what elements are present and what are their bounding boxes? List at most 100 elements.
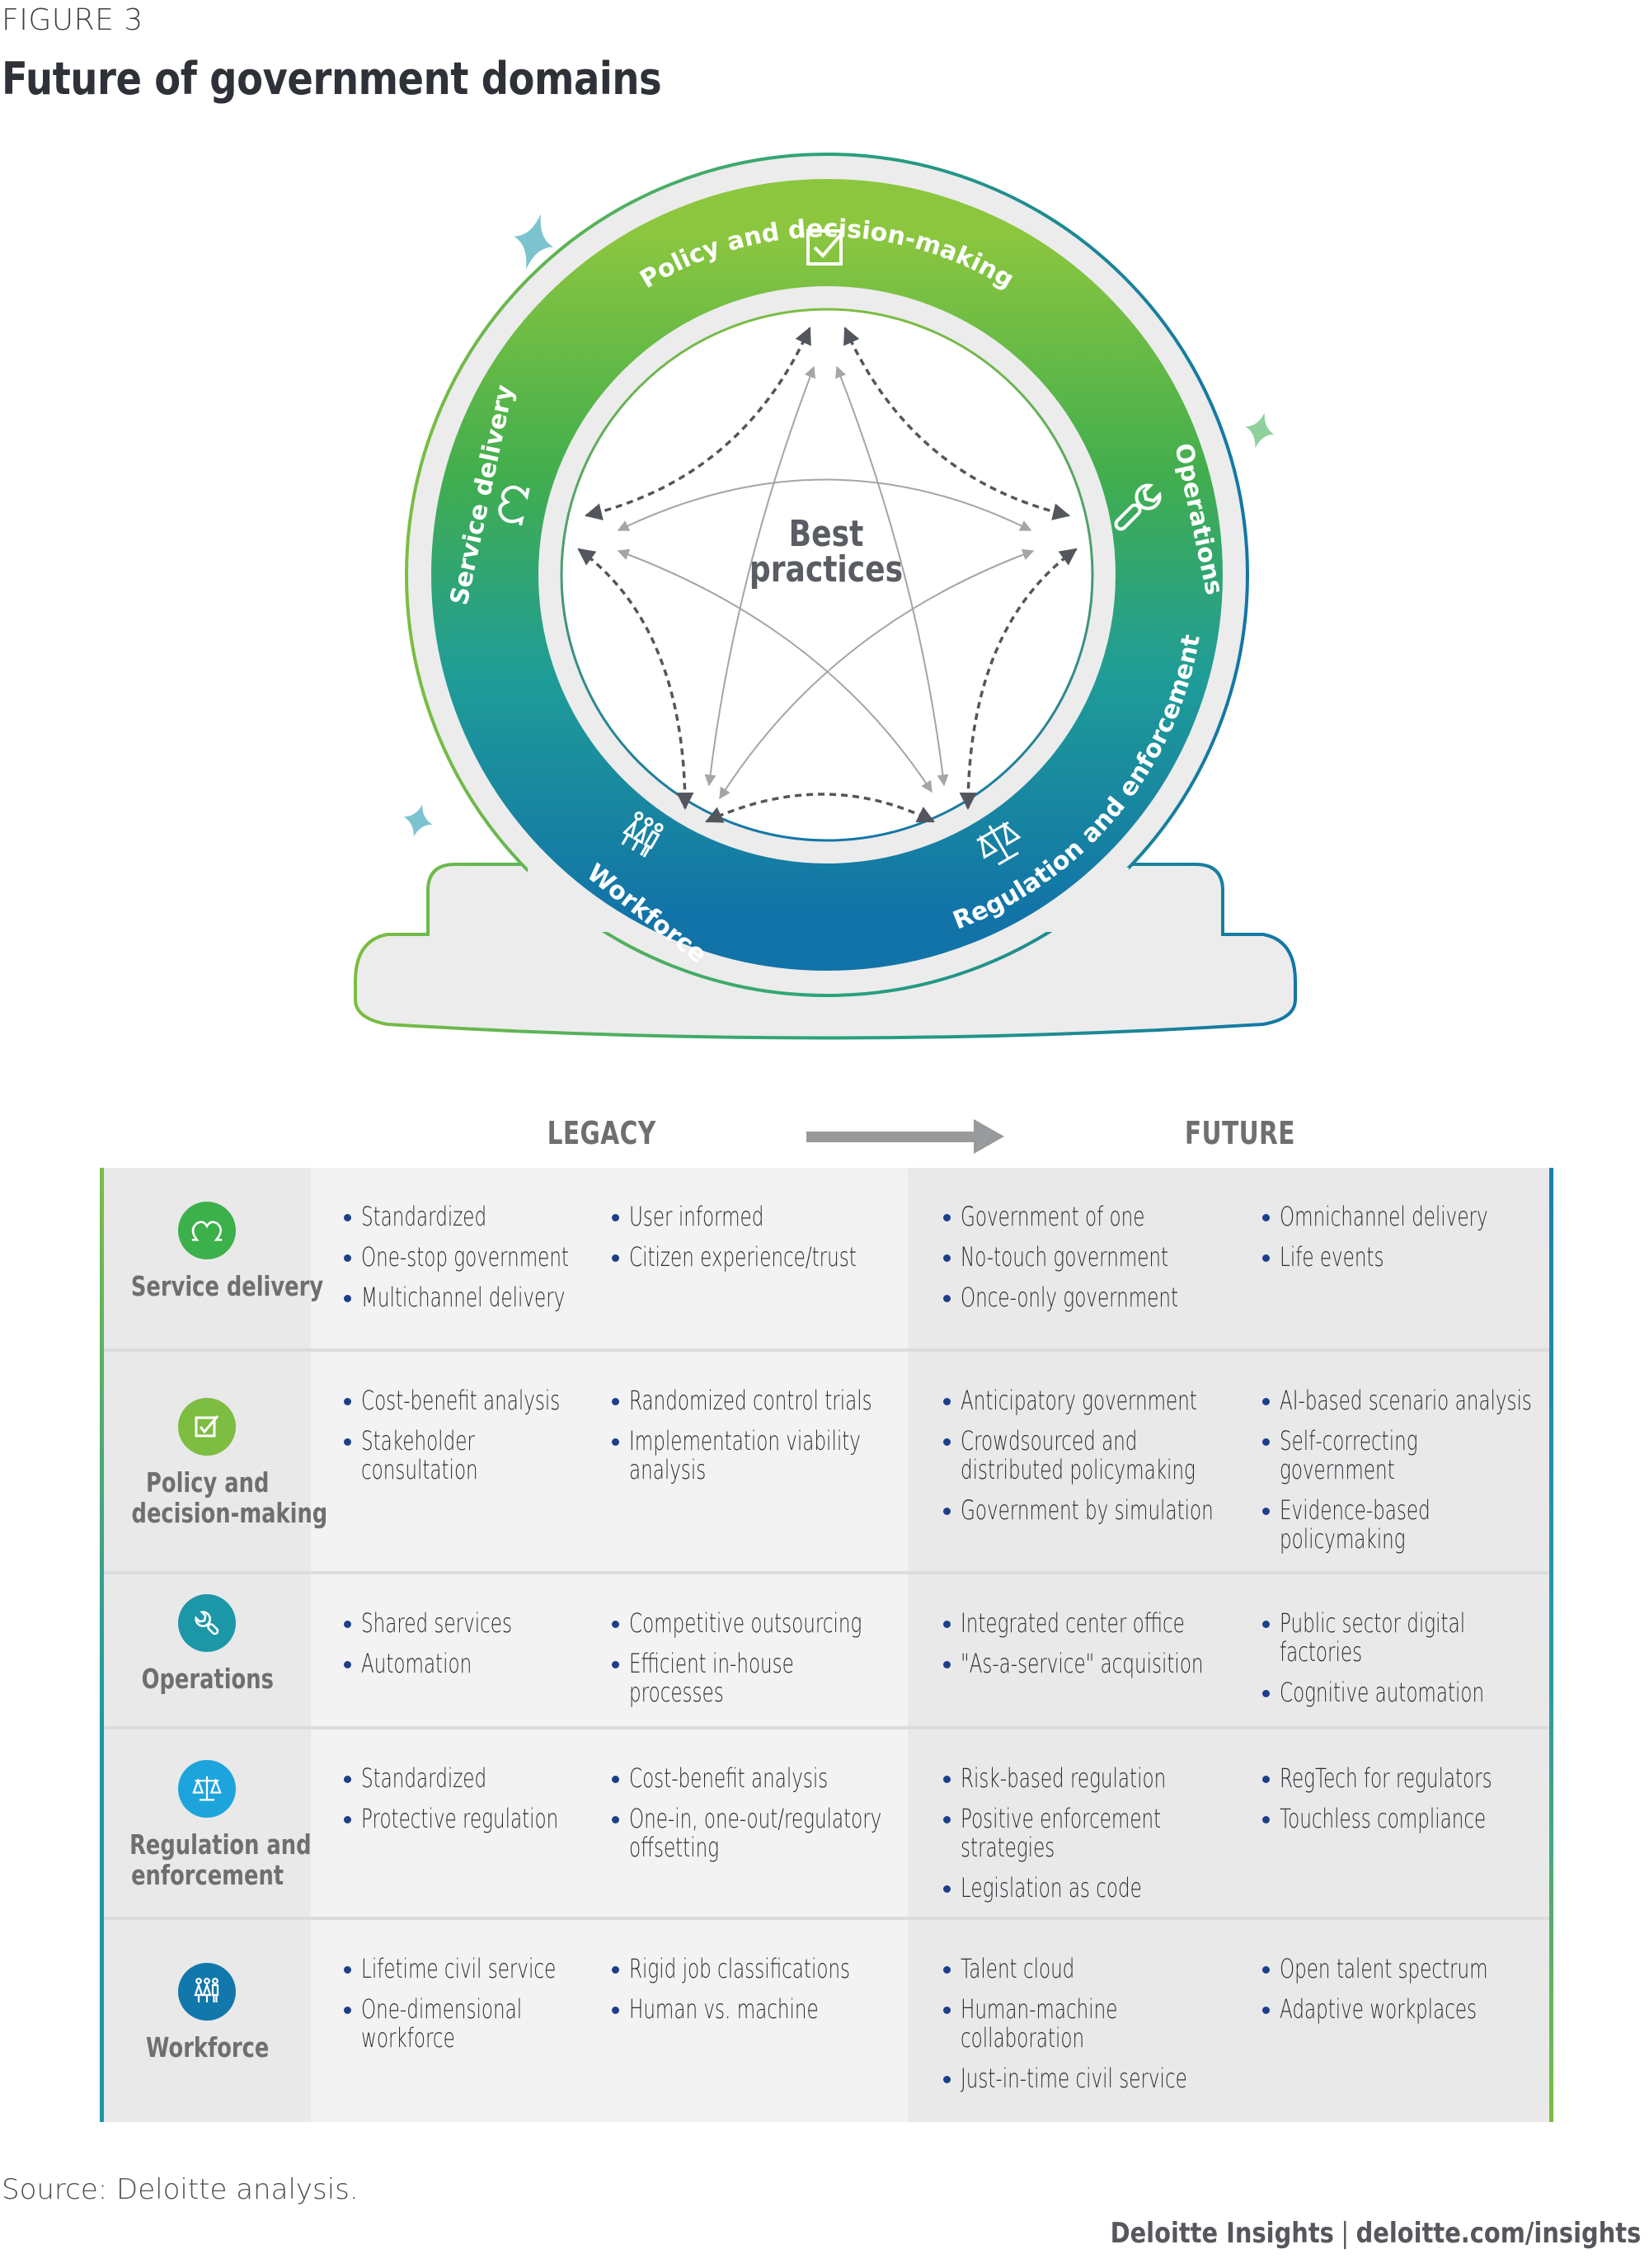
- future-cell: [908, 1168, 1549, 1352]
- list-item: Randomized control trials: [612, 1386, 892, 1415]
- cross-connectors: [617, 365, 1035, 800]
- row-label-cell: [104, 1168, 311, 1352]
- list-item-text: Shared services: [361, 1607, 512, 1639]
- list-item: Efficient in-house processes: [612, 1649, 892, 1707]
- footer-credit: Deloitte Insights|deloitte.com/insights: [1110, 2217, 1641, 2250]
- list-item: Lifetime civil service: [344, 1955, 591, 1983]
- wrench-icon: [178, 1594, 236, 1652]
- scales-icon: [178, 1760, 236, 1818]
- list-item: User informed: [612, 1202, 892, 1231]
- list-item-text: Automation: [361, 1648, 472, 1679]
- future-cell: [908, 1920, 1549, 2122]
- list-item: Shared services: [344, 1609, 591, 1638]
- row-label-line: Workforce: [145, 2031, 270, 2063]
- list-item-text: Human-machine collaboration: [961, 1993, 1118, 2054]
- sparkle-star-icon: [403, 804, 433, 837]
- row-label-line: Service delivery: [130, 1270, 324, 1302]
- list-item: Cost-benefit analysis: [344, 1386, 591, 1415]
- list-item: Life events: [1262, 1243, 1534, 1272]
- list-item-text: Risk-based regulation: [961, 1762, 1167, 1794]
- sparkle-star-icon: [1245, 412, 1275, 449]
- list-item: Stakeholder consultation: [344, 1427, 591, 1485]
- checkbox-icon: [806, 229, 843, 266]
- list-item-text: Human vs. machine: [629, 1993, 819, 2025]
- figure-label: FIGURE 3: [2, 3, 143, 37]
- legacy-cell: [311, 1352, 908, 1574]
- connector-operations-workforce: [719, 548, 1035, 800]
- list-item: No-touch government: [943, 1243, 1215, 1272]
- list-item: Implementation viability analysis: [612, 1427, 892, 1485]
- list-item-text: Talent cloud: [961, 1953, 1075, 1984]
- list-item-text: Legislation as code: [961, 1872, 1142, 1903]
- row-divider: [104, 1917, 1549, 1920]
- list-item-text: Open talent spectrum: [1280, 1953, 1488, 1984]
- future-cell: [908, 1574, 1549, 1729]
- list-item-text: Just-in-time civil service: [961, 2063, 1187, 2094]
- list-item-text: No-touch government: [961, 1241, 1169, 1273]
- legacy-header: LEGACY: [547, 1115, 656, 1151]
- list-item: Touchless compliance: [1262, 1805, 1534, 1833]
- list-item-text: Implementation viability analysis: [629, 1425, 861, 1485]
- handshake-people-icon: [178, 1202, 236, 1259]
- connector-service-operations: [617, 478, 1032, 531]
- row-label: Service delivery: [104, 1271, 323, 1301]
- list-item-text: Competitive outsourcing: [629, 1607, 862, 1639]
- list-item-text: Multichannel delivery: [361, 1282, 566, 1313]
- wrench-icon: [1114, 483, 1162, 531]
- list-item: Human vs. machine: [612, 1995, 892, 2024]
- figure-title: Future of government domains: [2, 53, 662, 105]
- list-item-text: One-dimensional workforce: [361, 1993, 523, 2054]
- row-label: Workforce: [104, 2032, 311, 2063]
- sparkle-star-icon: [513, 214, 554, 270]
- list-item: RegTech for regulators: [1262, 1764, 1534, 1793]
- list-item-text: Public sector digital factories: [1280, 1607, 1466, 1668]
- list-item-text: Stakeholder consultation: [361, 1425, 478, 1485]
- list-item: Open talent spectrum: [1262, 1955, 1534, 1983]
- list-item-text: Omnichannel delivery: [1280, 1201, 1488, 1232]
- brand-url[interactable]: deloitte.com/insights: [1355, 2217, 1641, 2250]
- list-item: Standardized: [344, 1202, 591, 1231]
- list-item: Integrated center office: [943, 1609, 1215, 1638]
- list-item-text: Standardized: [361, 1201, 487, 1232]
- domains-ring-diagram: Policy and decision-making Operations Se…: [354, 153, 1297, 1040]
- list-item: Standardized: [344, 1764, 591, 1793]
- list-item: Competitive outsourcing: [612, 1609, 892, 1638]
- list-item-text: Once-only government: [961, 1282, 1179, 1313]
- list-item: One-dimensional workforce: [344, 1995, 591, 2053]
- list-item-text: User informed: [629, 1201, 764, 1232]
- list-item-text: Government of one: [961, 1201, 1145, 1232]
- list-item-text: Rigid job classifications: [629, 1953, 851, 1984]
- list-item-text: Lifetime civil service: [361, 1953, 557, 1984]
- row-divider: [104, 1348, 1549, 1352]
- list-item: Government by simulation: [943, 1496, 1215, 1525]
- table-right-border: [1549, 1168, 1553, 2122]
- people-icon: [178, 1963, 236, 2021]
- list-item: Human-machine collaboration: [943, 1995, 1215, 2053]
- list-item-text: Touchless compliance: [1280, 1803, 1487, 1834]
- list-item-text: "As-a-service" acquisition: [961, 1648, 1204, 1679]
- legacy-to-future-arrow-icon: [806, 1119, 1004, 1154]
- list-item-text: Adaptive workplaces: [1280, 1993, 1478, 2025]
- list-item: AI-based scenario analysis: [1262, 1386, 1534, 1415]
- list-item-text: Anticipatory government: [961, 1385, 1197, 1416]
- list-item: Crowdsourced and distributed policymakin…: [943, 1427, 1215, 1485]
- future-cell: [908, 1729, 1549, 1920]
